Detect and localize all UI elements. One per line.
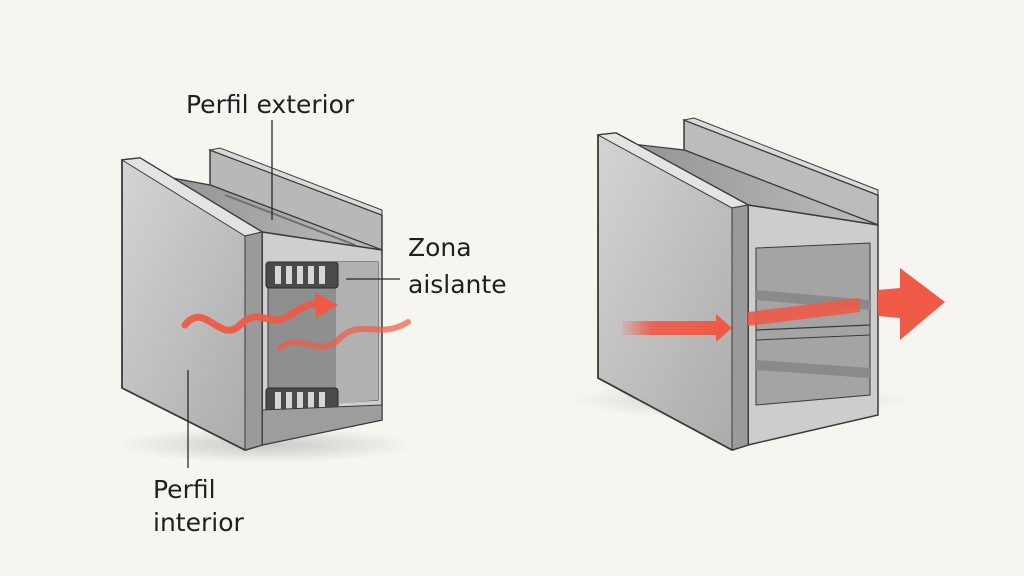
insulation-zone-label-line2: aislante — [408, 270, 507, 299]
thermal-break-profile — [115, 147, 415, 463]
inner-profile-label-line1: Perfil — [153, 475, 216, 504]
solid-profile — [570, 117, 945, 451]
inner-profile-label-line2: interior — [153, 508, 244, 537]
outer-profile-label: Perfil exterior — [186, 90, 355, 119]
insulation-zone-label-line1: Zona — [408, 233, 472, 262]
